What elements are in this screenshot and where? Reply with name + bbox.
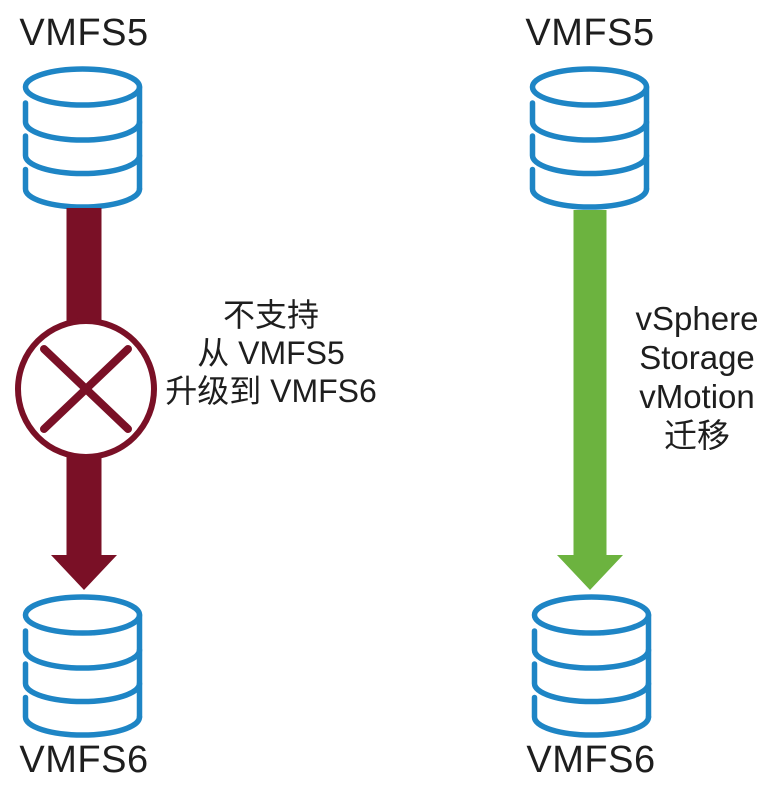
datastore-icon: [22, 594, 143, 738]
left-flow-caption: 不支持 从 VMFS5 升级到 VMFS6: [141, 296, 401, 410]
right-flow-caption: vSphere Storage vMotion 迁移: [592, 299, 782, 455]
right-caption-line-2: Storage: [639, 339, 755, 376]
left-caption-line-3: 升级到 VMFS6: [165, 373, 377, 409]
left-source-label: VMFS5: [19, 12, 149, 54]
right-caption-line-3: vMotion: [639, 378, 755, 415]
cross-icon: [40, 345, 132, 433]
migration-arrow-down-icon: [557, 210, 623, 590]
datastore-icon: [531, 594, 652, 738]
right-source-label: VMFS5: [525, 12, 655, 54]
prohibition-circle: [15, 318, 157, 460]
datastore-icon: [529, 66, 650, 210]
right-caption-line-1: vSphere: [635, 300, 759, 337]
left-caption-line-1: 不支持: [222, 297, 319, 333]
left-target-label: VMFS6: [19, 739, 149, 781]
datastore-icon: [22, 66, 143, 210]
right-target-label: VMFS6: [526, 739, 656, 781]
right-caption-line-4: 迁移: [664, 417, 730, 454]
left-caption-line-2: 从 VMFS5: [197, 335, 345, 371]
